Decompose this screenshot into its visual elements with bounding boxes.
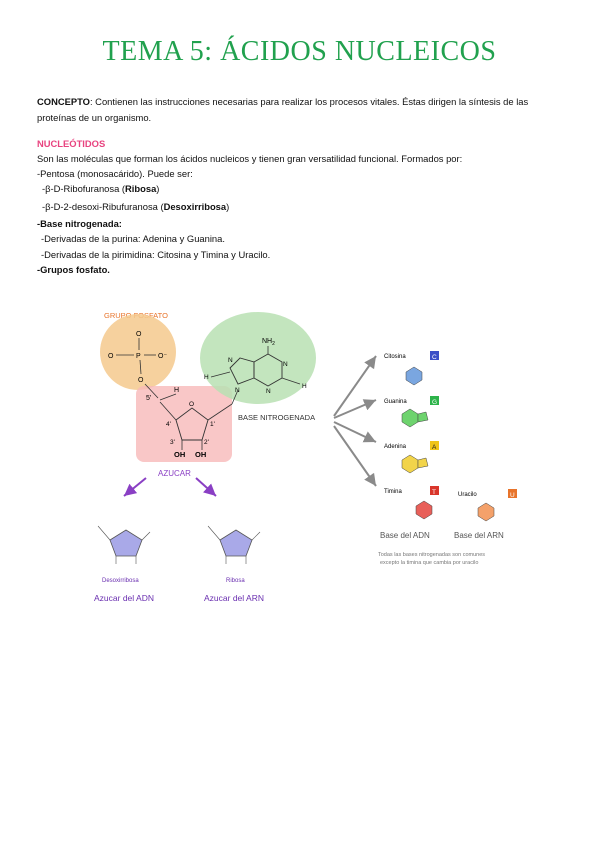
- atom-c5: 5': [146, 395, 151, 402]
- atom-n1: N: [283, 361, 288, 368]
- desoxi-bold: Desoxirribosa: [163, 201, 227, 212]
- base-arn-label: Base del ARN: [454, 531, 504, 540]
- a-box: [430, 441, 439, 450]
- pentosa-line: -Pentosa (monosacárido). Puede ser:: [37, 168, 193, 179]
- citosina-entry: Citosina C: [384, 351, 439, 386]
- desoxi-line: -β-D-2-desoxi-Ribufuranosa (Desoxirribos…: [42, 200, 229, 214]
- page-title: TEMA 5: ÁCIDOS NUCLEICOS: [102, 36, 497, 67]
- ribosa-suffix: ): [156, 183, 160, 194]
- ribosa-bold: Ribosa: [125, 183, 157, 194]
- base-line: -Base nitrogenada:: [37, 218, 122, 229]
- sugar-box: [136, 386, 232, 462]
- desoxi-prefix: -β-D-2-desoxi-Ribufuranosa (: [42, 201, 164, 212]
- adenina-entry: Adenina A: [384, 441, 439, 474]
- azucar-adn-label: Azucar del ADN: [94, 593, 154, 603]
- timina-entry: Timina T Base del ADN: [380, 486, 439, 540]
- atom-oh-2: OH: [195, 450, 206, 459]
- a-letter: A: [432, 444, 437, 451]
- atom-o-top: O: [136, 331, 142, 338]
- atom-o-ring: O: [189, 401, 194, 408]
- desoxirribosa-structure: Desoxirribosa Azucar del ADN: [94, 525, 154, 603]
- arrow-to-timina: [333, 425, 377, 487]
- citosina-label: Citosina: [384, 354, 406, 360]
- bases-note-1: Todas las bases nitrogenadas son comunes: [378, 552, 485, 558]
- uracilo-label: Uracilo: [458, 492, 477, 498]
- nucleotide-figure: GRUPO FOSFATO O O P O⁻ O 5' H O 4' 1' 3'…: [94, 311, 517, 603]
- atom-o-minus: O⁻: [158, 353, 167, 360]
- u-box: [508, 489, 517, 498]
- desoxi-suffix: ): [226, 201, 230, 212]
- desoxirribosa-label: Desoxirribosa: [102, 578, 139, 584]
- concept-label: CONCEPTO: [37, 96, 90, 107]
- sugar-group: 5' H O 4' 1' 3' 2' OH OH AZUCAR: [136, 383, 233, 478]
- arrow-to-ribosa: [195, 477, 217, 497]
- base-adn-label: Base del ADN: [380, 531, 430, 540]
- adenina-label: Adenina: [384, 444, 407, 450]
- phosphate-group: GRUPO FOSFATO O O P O⁻ O: [100, 311, 176, 390]
- ribosa-structure: Ribosa Azucar del ARN: [204, 525, 264, 603]
- concept-line-1: CONCEPTO: Contienen las instrucciones ne…: [37, 95, 528, 109]
- ribosa-prefix: -β-D-Ribofuranosa (: [42, 183, 126, 194]
- atom-p: P: [136, 353, 141, 360]
- bases-note-2: excepto la timina que cambia por uracilo: [380, 560, 478, 566]
- arrow-to-citosina: [333, 355, 377, 417]
- g-letter: G: [432, 399, 437, 406]
- g-box: [430, 396, 439, 405]
- atom-c4: 4': [166, 421, 171, 428]
- purina-line: -Derivadas de la purina: Adenina y Guani…: [41, 233, 225, 244]
- c-box: [430, 351, 439, 360]
- atom-c3: 3': [170, 439, 175, 446]
- c-letter: C: [432, 354, 437, 361]
- guanina-entry: Guanina G: [384, 396, 439, 428]
- atom-n3: N: [266, 388, 271, 395]
- atom-o-bottom: O: [138, 377, 144, 384]
- arrow-to-desoxirribosa: [123, 477, 147, 497]
- nucleotidos-intro: Son las moléculas que forman los ácidos …: [37, 153, 463, 164]
- atom-c1: 1': [210, 421, 215, 428]
- azucar-arn-label: Azucar del ARN: [204, 593, 264, 603]
- uracilo-entry: Uracilo U Base del ARN: [454, 489, 517, 540]
- base-group: NH2 N H N N N H BASE NITROGENADA: [200, 312, 316, 422]
- atom-h2: H: [302, 383, 307, 390]
- arrow-to-adenina: [333, 421, 377, 443]
- u-letter: U: [510, 492, 515, 499]
- atom-n7: N: [228, 357, 233, 364]
- pirimidina-line: -Derivadas de la pirimidina: Citosina y …: [41, 249, 271, 260]
- t-letter: T: [432, 489, 436, 496]
- guanina-label: Guanina: [384, 399, 407, 405]
- ribosa-line: -β-D-Ribofuranosa (Ribosa): [42, 182, 159, 196]
- phosphate-circle: [100, 314, 176, 390]
- arrow-to-guanina: [333, 399, 377, 419]
- atom-nh2: NH2: [262, 338, 275, 347]
- base-ellipse: [200, 312, 316, 404]
- concept-text-1: : Contienen las instrucciones necesarias…: [89, 96, 529, 107]
- azucar-label: AZUCAR: [158, 469, 191, 478]
- base-nitrogenada-label: BASE NITROGENADA: [238, 413, 315, 422]
- atom-h8: H: [204, 374, 209, 381]
- atom-oh-3: OH: [174, 450, 185, 459]
- concept-line-2: proteínas de un organismo.: [37, 112, 152, 123]
- atom-h-sugar: H: [174, 387, 179, 394]
- ribosa-label: Ribosa: [226, 578, 245, 584]
- fosfato-line: -Grupos fosfato.: [37, 264, 110, 275]
- timina-label: Timina: [384, 489, 402, 495]
- nucleotidos-heading: NUCLEÓTIDOS: [37, 138, 106, 149]
- t-box: [430, 486, 439, 495]
- atom-c2: 2': [204, 439, 209, 446]
- atom-o-left: O: [108, 353, 114, 360]
